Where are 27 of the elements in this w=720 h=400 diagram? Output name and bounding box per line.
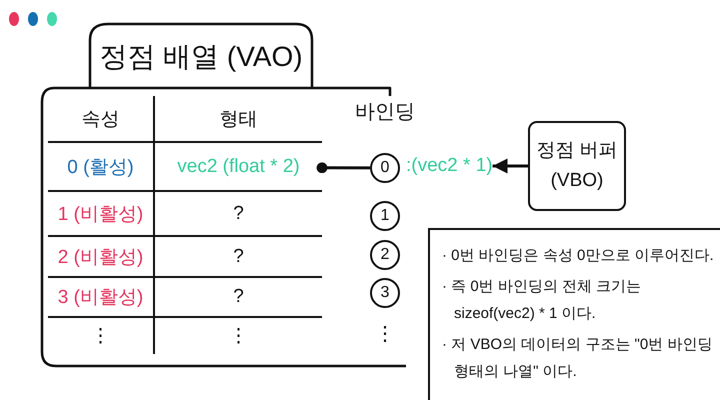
table-cell: 0 (활성) (48, 143, 155, 192)
table-cell: 2 (비활성) (48, 237, 155, 278)
column-heading: 바인딩 (354, 100, 416, 124)
table-cell: 1 (비활성) (48, 192, 155, 237)
table-cell: vec2 (float * 2) (155, 143, 322, 192)
table-cell: ? (155, 278, 322, 318)
table-cell: 속성 (48, 96, 155, 143)
note-text: · 저 VBO의 데이터의 구조는 "0번 바인딩 형태의 나열" 이다. (442, 335, 714, 382)
table-cell: 3 (비활성) (48, 278, 155, 318)
connector-line (316, 162, 370, 174)
table-cell: ? (155, 237, 322, 278)
table-cell: ⋮ (48, 318, 155, 354)
binding-circle: 1 (370, 201, 400, 231)
binding-circle: 3 (370, 278, 400, 308)
ellipsis-text: ⋮ (374, 322, 396, 346)
format-text: :(vec2 * 1) (406, 154, 493, 178)
note-text: · 즉 0번 바인딩의 전체 크기는 sizeof(vec2) * 1 이다. (442, 277, 642, 324)
table-cell: 형태 (155, 96, 322, 143)
buffer-box: 정점 버퍼 (VBO) (528, 121, 626, 211)
binding-circle: 2 (370, 240, 400, 270)
note-panel (428, 228, 720, 400)
binding-circle: 0 (370, 153, 400, 183)
table-cell: ? (155, 192, 322, 237)
table-cell: ⋮ (155, 318, 322, 354)
note-text: · 0번 바인딩은 속성 0만으로 이루어진다. (442, 246, 714, 266)
folder-title: 정점 배열 (VAO) (98, 40, 304, 74)
arrow (492, 158, 528, 174)
